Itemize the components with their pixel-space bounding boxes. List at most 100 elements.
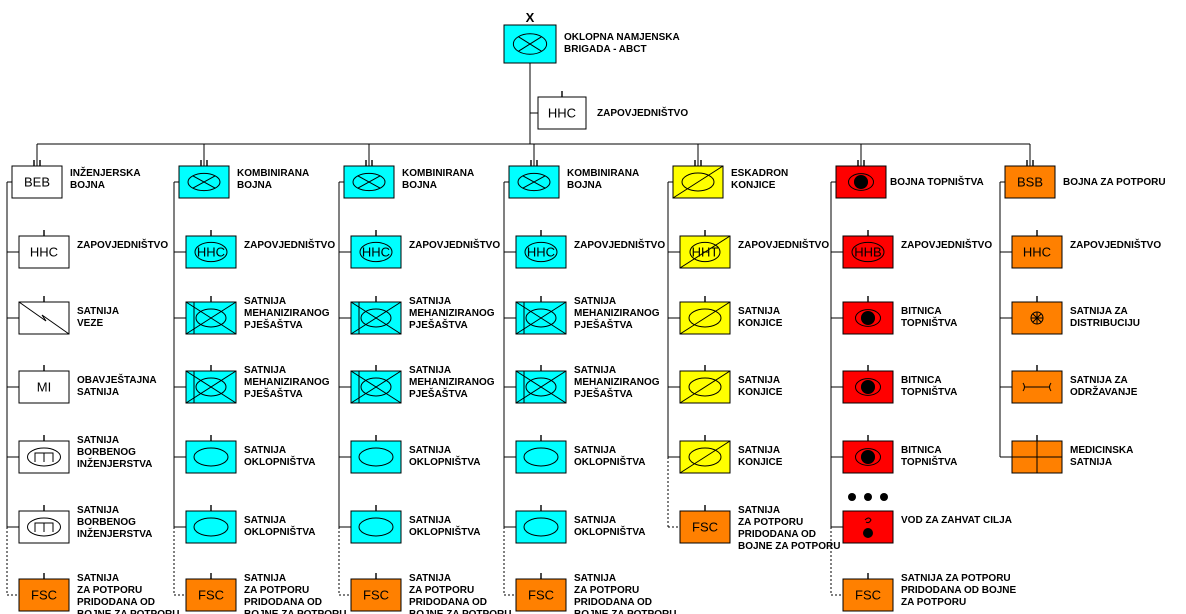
armor-oval-icon [358,447,394,467]
engineer-icon [27,517,61,537]
unit-label-cav-1: SATNIJA KONJICE [738,306,783,329]
unit-symbol-cab1-0: HHC [185,230,237,269]
unit-label-cab1-1: SATNIJA MEHANIZIRANOG PJEŠAŠTVA [244,296,330,331]
target-acquisition-icon [863,528,873,538]
unit-symbol-cab1-3 [185,435,237,474]
unit-label-fa-1: BITNICA TOPNIŠTVA [901,306,958,329]
unit-label-cab1-2: SATNIJA MEHANIZIRANOG PJEŠAŠTVA [244,365,330,400]
unit-label-beb-3: SATNIJA BORBENOG INŽENJERSTVA [77,435,153,470]
unit-label-bsb-3: MEDICINSKA SATNIJA [1070,445,1134,468]
unit-abbr: FSC [855,588,881,603]
unit-symbol-beb-0: HHC [18,230,70,269]
battalion-label-cab1: KOMBINIRANA BOJNA [237,168,310,191]
battalion-symbol-beb: BEB [11,160,63,199]
unit-label-cab2-1: SATNIJA MEHANIZIRANOG PJEŠAŠTVA [409,296,495,331]
unit-label-cab1-0: ZAPOVJEDNIŠTVO [244,240,336,251]
cavalry-slash-icon [679,440,731,474]
unit-abbr: BSB [1017,175,1043,190]
unit-label-cav-0: ZAPOVJEDNIŠTVO [738,240,830,251]
unit-frame [515,235,567,269]
echelon-mark [848,493,856,501]
maintenance-wrench-icon [1022,382,1052,392]
unit-symbol-bsb-1 [1011,296,1063,335]
unit-abbr: FSC [363,588,389,603]
unit-label-cab1-5: SATNIJA ZA POTPORU PRIDODANA OD BOJNE ZA… [244,573,346,614]
unit-label-cav-3: SATNIJA KONJICE [738,445,783,468]
battalion-label-cav: ESKADRON KONJICE [731,168,789,191]
unit-abbr: FSC [528,588,554,603]
unit-symbol-fa-1 [842,296,894,335]
unit-frame [11,165,63,199]
engineer-icon [27,447,61,467]
armor-oval-icon [193,447,229,467]
unit-label-cab2-3: SATNIJA OKLOPNIŠTVA [409,445,481,468]
unit-symbol-cab2-3 [350,435,402,474]
unit-abbr: FSC [692,520,718,535]
armor-oval-icon [851,241,885,263]
battalion-label-fa: BOJNA TOPNIŠTVA [890,177,984,188]
battalion-label-bsb: BOJNA ZA POTPORU [1063,177,1166,188]
unit-label-cab2-2: SATNIJA MEHANIZIRANOG PJEŠAŠTVA [409,365,495,400]
unit-abbr: FSC [31,588,57,603]
battalion-symbol-cab3 [508,160,560,199]
unit-symbol-fa-4 [842,493,894,544]
unit-abbr: HHC [362,245,390,260]
unit-symbol-bsb-0: HHC [1011,230,1063,269]
signal-lightning-icon [18,301,70,335]
unit-symbol-cav-0: HHT [679,230,731,269]
unit-symbol-beb-4 [18,505,70,544]
unit-symbol-beb-1 [18,296,70,335]
unit-symbol-cab1-5: FSC [185,573,237,612]
brigade-hq-label: ZAPOVJEDNIŠTVO [597,108,689,119]
unit-symbol-cab3-3 [515,435,567,474]
unit-label-beb-1: SATNIJA VEZE [77,306,120,329]
battalion-label-cab3: KOMBINIRANA BOJNA [567,168,640,191]
armor-oval-icon [359,241,393,263]
unit-frame [503,24,557,64]
brigade-echelon-mark: X [526,10,535,25]
battalion-symbol-cav [672,160,724,199]
unit-abbr: HHT [692,245,719,260]
unit-label-cab2-0: ZAPOVJEDNIŠTVO [409,240,501,251]
unit-abbr: FSC [198,588,224,603]
brigade-symbol [503,24,557,64]
unit-abbr: HHB [854,245,881,260]
unit-label-bsb-2: SATNIJA ZA ODRŽAVANJE [1070,375,1138,398]
unit-label-cab3-3: SATNIJA OKLOPNIŠTVA [574,445,646,468]
unit-symbol-fa-5: FSC [842,573,894,612]
unit-frame [185,235,237,269]
unit-label-fa-4: VOD ZA ZAHVAT CILJA [901,515,1012,526]
armor-oval-icon [512,33,548,55]
battalion-label-cab2: KOMBINIRANA BOJNA [402,168,475,191]
unit-frame [350,578,402,612]
unit-label-fa-2: BITNICA TOPNIŠTVA [901,375,958,398]
armor-oval-icon [352,172,386,192]
artillery-icon [855,378,881,396]
unit-label-cab3-4: SATNIJA OKLOPNIŠTVA [574,515,646,538]
armor-oval-icon [524,241,558,263]
unit-symbol-cab2-5: FSC [350,573,402,612]
unit-label-beb-4: SATNIJA BORBENOG INŽENJERSTVA [77,505,153,540]
unit-symbol-cav-1 [679,296,731,335]
cavalry-slash-icon [679,235,731,269]
artillery-icon [848,173,874,191]
armor-oval-icon [523,447,559,467]
echelon-mark [880,493,888,501]
unit-label-cab1-4: SATNIJA OKLOPNIŠTVA [244,515,316,538]
unit-label-cab3-1: SATNIJA MEHANIZIRANOG PJEŠAŠTVA [574,296,660,331]
battalion-label-beb: INŽENJERSKA BOJNA [70,168,141,191]
armor-oval-icon [523,517,559,537]
unit-frame [515,578,567,612]
unit-symbol-cab3-5: FSC [515,573,567,612]
unit-symbol-cab2-1 [350,296,402,335]
unit-label-fa-5: SATNIJA ZA POTPORU PRIDODANA OD BOJNE ZA… [901,573,1017,608]
artillery-icon [855,309,881,327]
unit-symbol-cab3-4 [515,505,567,544]
unit-abbr: HHC [30,245,58,260]
unit-symbol-fa-2 [842,365,894,404]
unit-symbol-cab1-1 [185,296,237,335]
unit-abbr: BEB [24,175,50,190]
battalion-symbol-cab2 [343,160,395,199]
battalion-symbol-fa [835,160,887,199]
